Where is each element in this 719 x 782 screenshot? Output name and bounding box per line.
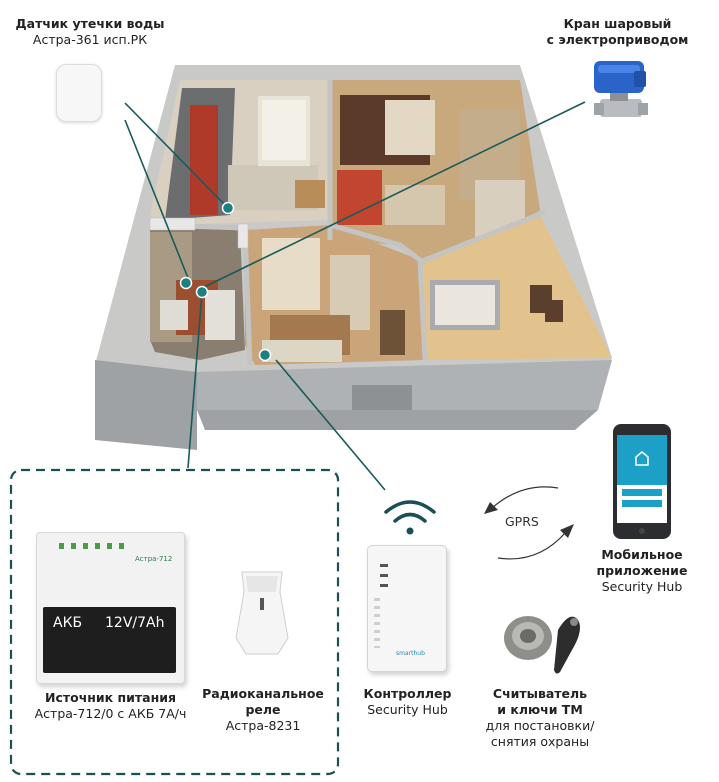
dot-bath-sensor bbox=[179, 276, 193, 290]
reader-desc-line1: для постановки/ bbox=[485, 718, 595, 733]
controller-label: Контроллер Security Hub bbox=[350, 686, 465, 718]
dot-controller bbox=[258, 348, 272, 362]
front-wall-left bbox=[95, 360, 197, 450]
leak-sensor-model: Астра-361 исп.РК bbox=[32, 32, 148, 47]
reader-label: Считыватель и ключи ТМ для постановки/ с… bbox=[470, 686, 610, 750]
reader-device bbox=[504, 616, 580, 674]
mobile-model: Security Hub bbox=[601, 579, 683, 594]
controller-device: smarthub bbox=[367, 545, 447, 672]
mobile-phone bbox=[613, 424, 671, 539]
controller-vents bbox=[374, 598, 380, 648]
line-leak-bath bbox=[124, 119, 191, 284]
controller-title: Контроллер bbox=[363, 686, 452, 701]
controller-led-2 bbox=[380, 574, 388, 577]
wifi-icon bbox=[384, 500, 436, 535]
valve-title-line1: Кран шаровый bbox=[563, 16, 672, 31]
controller-model: Security Hub bbox=[367, 702, 448, 717]
reader-title-line2: и ключи ТМ bbox=[497, 702, 583, 717]
relay-title-line1: Радиоканальное bbox=[202, 686, 324, 701]
line-leak-kitchen bbox=[124, 102, 229, 209]
mobile-label: Мобильное приложение Security Hub bbox=[582, 547, 702, 595]
dot-valve bbox=[195, 285, 209, 299]
battery-pack: АКБ 12V/7Ah bbox=[43, 607, 176, 673]
power-supply-label: Источник питания Астра-712/0 с АКБ 7А/ч bbox=[18, 690, 203, 722]
power-supply-brand: Астра-712 bbox=[135, 555, 173, 563]
power-supply-leds bbox=[59, 543, 129, 549]
reader-desc-line2: снятия охраны bbox=[490, 734, 590, 749]
power-supply-title: Источник питания bbox=[44, 690, 176, 705]
power-supply-device: Астра-712 АКБ 12V/7Ah bbox=[36, 532, 185, 684]
battery-label: АКБ bbox=[53, 615, 83, 631]
mobile-title-line2: приложение bbox=[596, 563, 688, 578]
line-power bbox=[187, 291, 203, 469]
leak-sensor-label: Датчик утечки воды Астра-361 исп.РК bbox=[5, 16, 175, 48]
controller-led-1 bbox=[380, 564, 388, 567]
leak-sensor-device bbox=[56, 64, 102, 122]
relay-title-line2: реле bbox=[245, 702, 281, 717]
controller-led-3 bbox=[380, 584, 388, 587]
power-supply-model: Астра-712/0 с АКБ 7А/ч bbox=[34, 706, 187, 721]
valve-label: Кран шаровый с электроприводом bbox=[525, 16, 710, 48]
relay-model: Астра-8231 bbox=[225, 718, 301, 733]
valve-title-line2: с электроприводом bbox=[546, 32, 689, 47]
gprs-arrows bbox=[484, 486, 574, 560]
line-controller bbox=[275, 359, 386, 491]
leak-sensor-title: Датчик утечки воды bbox=[15, 16, 165, 31]
mobile-title-line1: Мобильное bbox=[601, 547, 683, 562]
equipment-dashed-frame bbox=[9, 468, 340, 776]
gprs-label: GPRS bbox=[505, 514, 539, 529]
valve-device bbox=[594, 61, 648, 117]
battery-spec: 12V/7Ah bbox=[105, 615, 165, 631]
relay-device bbox=[235, 571, 289, 655]
dot-kitchen-sensor bbox=[221, 201, 235, 215]
relay-label: Радиоканальное реле Астра-8231 bbox=[198, 686, 328, 734]
line-valve bbox=[197, 101, 586, 291]
controller-logo: smarthub bbox=[396, 650, 425, 657]
reader-title-line1: Считыватель bbox=[492, 686, 588, 701]
